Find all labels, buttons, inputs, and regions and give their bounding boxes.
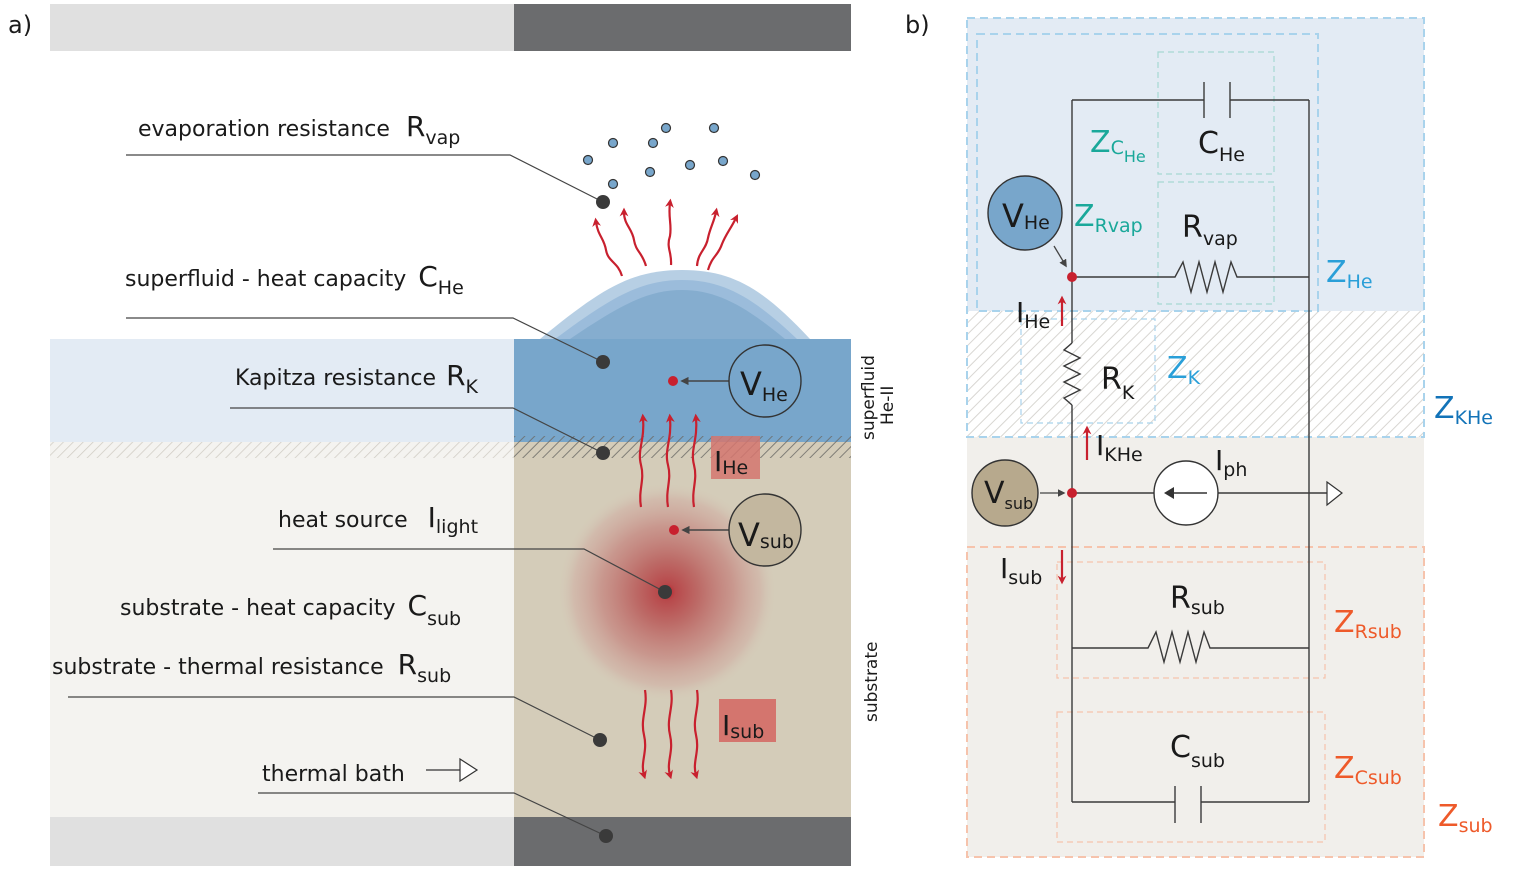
side-label-superfluid: superfluid: [859, 355, 879, 440]
i-he-current-label: IHe: [1016, 296, 1050, 333]
he-region: [967, 18, 1424, 311]
rvap-label: Rvap: [1182, 210, 1238, 250]
v-he-circuit-label: VHe: [1002, 197, 1050, 235]
side-label-he2: He-II: [878, 386, 898, 425]
v-he-label: VHe: [740, 365, 788, 406]
bottom-bar-light: [50, 817, 514, 866]
z-sub-label: Zsub: [1438, 799, 1493, 837]
dot-substrate-res: [593, 733, 607, 747]
leader-evaporation: [126, 154, 604, 203]
i-khe-current-label: IKHe: [1096, 429, 1143, 466]
dot-thermal-bath: [599, 829, 613, 843]
substrate-current-arrows: [638, 689, 699, 780]
z-rsub-label: ZRsub: [1334, 605, 1402, 643]
leader-thermal-bath: [258, 792, 607, 837]
che-label: CHe: [1198, 126, 1245, 166]
leader-kapitza: [230, 407, 604, 454]
i-sub-label: Isub: [722, 709, 764, 743]
z-che-box: [1157, 51, 1275, 175]
z-he-label: ZHe: [1326, 255, 1373, 293]
resistor-rk: [1062, 342, 1082, 406]
thermal-bath-arrow-icon: [426, 757, 479, 783]
helium-layer-light: [50, 339, 514, 442]
helium-current-arrows: [638, 413, 701, 508]
thermal-bath-bar: [514, 817, 851, 866]
current-source-arrow-icon: [1164, 487, 1174, 499]
z-he-box: [976, 33, 1319, 312]
vapor-particles: [582, 122, 761, 190]
z-che-label: ZCHe: [1090, 125, 1146, 166]
leader-heat-source: [273, 548, 666, 593]
i-sub-current-label: Isub: [1000, 552, 1042, 589]
helium-dome-inner: [570, 290, 785, 339]
z-rsub-box: [1056, 561, 1326, 679]
z-rvap-box: [1157, 181, 1275, 305]
ground-arrow-icon: [1326, 480, 1343, 507]
csub-label: Csub: [1170, 730, 1225, 772]
dot-kapitza: [596, 446, 610, 460]
rk-label: RK: [1101, 362, 1135, 404]
resistor-rsub: [1072, 629, 1309, 665]
v-he-point: [668, 376, 678, 386]
v-sub-label: Vsub: [738, 516, 794, 554]
v-he-circuit-node: [987, 175, 1063, 251]
top-bar-dark: [514, 4, 851, 51]
helium-layer: [514, 339, 851, 442]
v-sub-point: [669, 525, 679, 535]
z-khe-box: [966, 17, 1425, 438]
z-rvap-label: ZRvap: [1074, 199, 1143, 237]
evaporation-arrows: [592, 198, 738, 277]
leader-superfluid-cap: [126, 317, 604, 363]
z-khe-label: ZKHe: [1434, 391, 1493, 429]
v-sub-circuit-label: Vsub: [984, 476, 1033, 513]
i-he-box: [711, 436, 760, 479]
node-sub: [1067, 488, 1077, 498]
z-sub-box: [966, 546, 1425, 858]
v-sub-circuit-node: [971, 459, 1039, 527]
resistor-rvap: [1072, 259, 1309, 295]
i-he-label: IHe: [714, 445, 748, 479]
i-sub-box: [719, 699, 776, 742]
side-label-substrate: substrate: [862, 642, 882, 722]
top-bar-light: [50, 4, 514, 51]
v-he-node: [728, 344, 802, 418]
z-csub-box: [1056, 711, 1326, 843]
v-sub-node: [728, 493, 802, 567]
substrate-light: [50, 458, 514, 817]
dot-evaporation: [596, 195, 610, 209]
dot-superfluid-cap: [596, 355, 610, 369]
z-k-box: [1020, 318, 1156, 424]
rsub-label: Rsub: [1170, 581, 1225, 619]
node-he: [1067, 272, 1077, 282]
dot-heat-source: [658, 585, 672, 599]
panel-b-label: b): [905, 11, 930, 39]
iph-label: Iph: [1215, 444, 1247, 481]
label-thermal-bath: thermal bath: [262, 762, 405, 787]
z-csub-label: ZCsub: [1334, 751, 1402, 789]
leader-substrate-res: [68, 696, 601, 741]
z-k-label: ZK: [1167, 351, 1201, 389]
panel-a-label: a): [8, 11, 32, 39]
